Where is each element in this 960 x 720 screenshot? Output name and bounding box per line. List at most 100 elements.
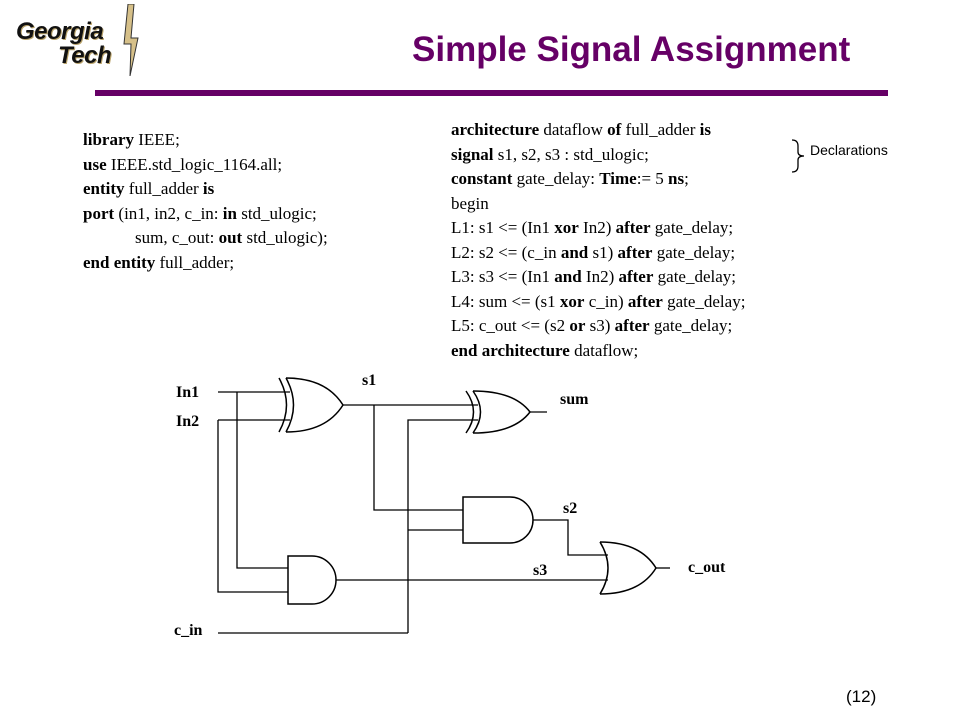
xor-gate-2	[465, 390, 531, 434]
code-text: s1)	[588, 242, 618, 262]
code-keyword: is	[699, 120, 711, 139]
code-text: s3)	[585, 316, 615, 335]
label-c-in: c_in	[174, 622, 203, 639]
code-keyword: ns	[668, 169, 685, 188]
code-line: end architecture dataflow;	[451, 339, 745, 364]
code-text: L5: c_out <= (s2	[451, 316, 570, 335]
code-keyword: after	[614, 316, 650, 335]
code-line: L3: s3 <= (In1 and In2) after gate_delay…	[451, 265, 745, 290]
declarations-brace	[791, 139, 805, 173]
code-text: (in1, in2, c_in:	[114, 203, 223, 223]
code-text: dataflow	[539, 120, 608, 139]
title-rule	[95, 90, 888, 96]
code-keyword: use	[83, 154, 107, 174]
code-text: std_ulogic);	[242, 228, 328, 247]
code-text: gate_delay;	[662, 291, 746, 311]
code-keyword: xor	[559, 291, 585, 311]
label-sum: sum	[560, 391, 589, 408]
code-text: ;	[684, 169, 689, 188]
logo-bolt-icon	[123, 4, 139, 76]
code-text: sum, c_out:	[135, 228, 219, 247]
code-line: sum, c_out: out std_ulogic);	[83, 226, 328, 251]
code-keyword: and	[560, 242, 589, 262]
code-text: IEEE.std_logic_1164.all;	[106, 154, 283, 174]
code-text: c_in)	[584, 291, 628, 311]
code-keyword: library	[83, 130, 134, 149]
logo-line1: Georgia	[16, 18, 104, 45]
page-title: Simple Signal Assignment	[412, 30, 851, 69]
code-line: signal s1, s2, s3 : std_ulogic;	[451, 143, 745, 168]
code-line: begin	[451, 192, 745, 217]
code-line: L4: sum <= (s1 xor c_in) after gate_dela…	[451, 290, 745, 315]
code-text: full_adder	[621, 120, 700, 139]
entity-code-block: library IEEE;use IEEE.std_logic_1164.all…	[83, 128, 328, 275]
code-text: full_adder;	[155, 252, 235, 272]
code-keyword: constant	[451, 169, 513, 188]
label-s2: s2	[563, 500, 578, 517]
label-in1: In1	[176, 384, 200, 401]
code-keyword: end architecture	[451, 340, 570, 360]
code-keyword: xor	[554, 218, 579, 237]
code-text: gate_delay;	[650, 218, 734, 237]
code-keyword: or	[569, 316, 586, 335]
code-text: IEEE;	[134, 130, 180, 149]
code-line: library IEEE;	[83, 128, 328, 153]
code-keyword: Time	[599, 169, 637, 188]
and-gate-s3	[287, 555, 337, 605]
code-text: gate_delay;	[653, 267, 737, 286]
code-keyword: end entity	[83, 252, 156, 272]
code-line: port (in1, in2, c_in: in std_ulogic;	[83, 202, 328, 227]
c-in-wire	[407, 419, 478, 633]
code-keyword: after	[618, 267, 654, 286]
code-keyword: after	[627, 291, 663, 311]
code-line: architecture dataflow of full_adder is	[451, 118, 745, 143]
label-in2: In2	[176, 413, 200, 430]
code-text: gate_delay;	[652, 242, 736, 262]
label-s1: s1	[362, 372, 377, 389]
code-line: L2: s2 <= (c_in and s1) after gate_delay…	[451, 241, 745, 266]
code-keyword: out	[218, 228, 243, 247]
code-line: end entity full_adder;	[83, 251, 328, 276]
code-text: begin	[451, 193, 489, 213]
code-text: dataflow;	[569, 340, 639, 360]
code-text: std_ulogic;	[236, 203, 317, 223]
code-keyword: in	[222, 203, 237, 223]
code-keyword: of	[607, 120, 622, 139]
or-gate	[599, 541, 657, 595]
declarations-label: Declarations	[810, 142, 888, 158]
code-line: entity full_adder is	[83, 177, 328, 202]
code-line: L1: s1 <= (In1 xor In2) after gate_delay…	[451, 216, 745, 241]
page-number: (12)	[846, 687, 877, 706]
label-c-out: c_out	[688, 559, 726, 576]
code-text: s1, s2, s3 : std_ulogic;	[493, 144, 649, 164]
code-text: L4: sum <= (s1	[451, 291, 560, 311]
s2-wire	[533, 519, 608, 556]
code-text: := 5	[636, 169, 669, 188]
code-text: L2: s2 <= (c_in	[451, 242, 561, 262]
in-to-and1-wires	[217, 392, 288, 593]
code-text: full_adder	[124, 179, 203, 198]
code-text: L3: s3 <= (In1	[451, 267, 555, 286]
code-line: constant gate_delay: Time:= 5 ns;	[451, 167, 745, 192]
s1-wire	[343, 404, 478, 511]
input-wires	[218, 391, 408, 634]
and-gate-s2	[462, 496, 534, 544]
georgia-tech-logo: Georgia Tech	[12, 4, 142, 76]
code-keyword: after	[615, 218, 651, 237]
code-text: L1: s1 <= (In1	[451, 218, 555, 237]
code-keyword: port	[83, 203, 115, 223]
label-s3: s3	[533, 562, 548, 579]
code-keyword: and	[554, 267, 582, 286]
code-text: gate_delay:	[512, 169, 600, 188]
logo-line2: Tech	[58, 42, 112, 69]
code-line: use IEEE.std_logic_1164.all;	[83, 153, 328, 178]
code-keyword: architecture	[451, 120, 540, 139]
code-text: In2)	[578, 218, 616, 237]
code-keyword: signal	[451, 144, 494, 164]
code-keyword: after	[617, 242, 653, 262]
xor-gate-1	[278, 377, 344, 433]
code-text: In2)	[581, 267, 619, 286]
code-text: gate_delay;	[649, 316, 733, 335]
